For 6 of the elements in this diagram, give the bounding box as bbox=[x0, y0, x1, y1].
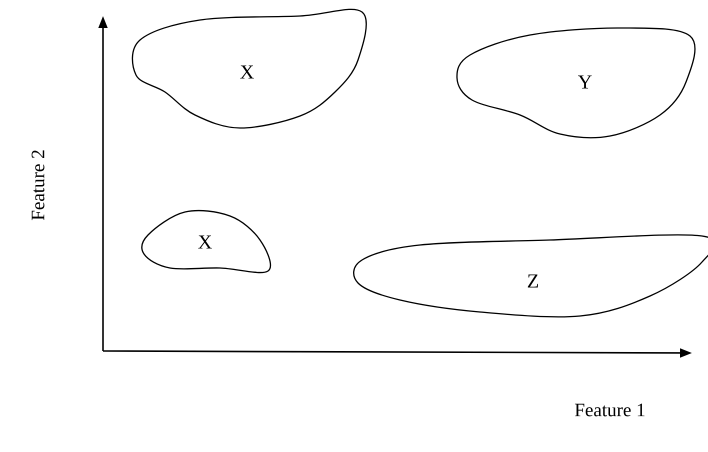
cluster-blob: X bbox=[132, 8, 367, 129]
cluster-blob: Z bbox=[353, 234, 708, 318]
cluster-blob: X bbox=[141, 210, 272, 274]
axis-label: Feature 1 bbox=[574, 404, 644, 416]
cluster-blob: Y bbox=[456, 27, 696, 138]
axis-label: Feature 2 bbox=[32, 150, 44, 220]
